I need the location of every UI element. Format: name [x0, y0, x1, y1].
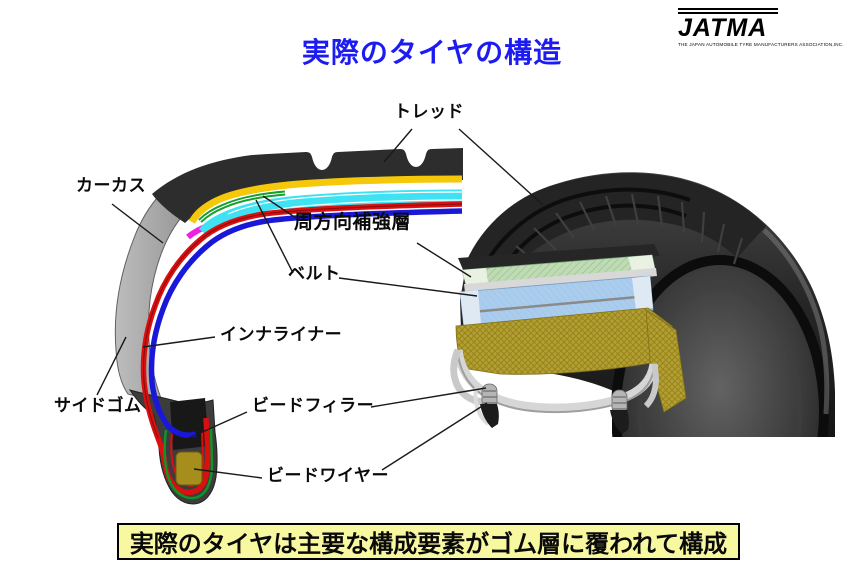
- leader-circumferential-left: [262, 195, 297, 219]
- cs-bead-wire: [175, 451, 203, 486]
- leader-belt-right: [338, 277, 478, 297]
- caption-text: 実際のタイヤは主要な構成要素がゴム層に覆われて構成: [129, 531, 728, 558]
- caption-banner: 実際のタイヤは主要な構成要素がゴム層に覆われて構成: [117, 523, 740, 560]
- page-title: 実際のタイヤの構造: [301, 37, 563, 68]
- leader-carcass: [111, 203, 164, 244]
- leader-circumferential-right: [416, 242, 472, 278]
- label-inner-liner: インナライナー: [220, 325, 343, 344]
- cs-layer-yellow: [188, 175, 463, 224]
- cs-inner-liner-blue: [148, 208, 463, 438]
- leader-side-rubber: [96, 336, 127, 396]
- leader-lines: [96, 128, 544, 479]
- jatma-logo: JATMA THE JAPAN AUTOMOBILE TYRE MANUFACT…: [678, 8, 848, 47]
- leader-tread-right: [458, 128, 544, 206]
- cs-bead-filler: [170, 398, 209, 450]
- label-side-rubber: サイドゴム: [54, 396, 142, 415]
- label-circumferential-reinforcement: 周方向補強層: [294, 212, 412, 233]
- leader-tread-left: [383, 128, 413, 163]
- leader-bead-wire-right: [381, 402, 488, 471]
- label-bead-filler: ビードフィラー: [252, 396, 375, 415]
- tire-3d-sidewall-highlight: [762, 228, 830, 415]
- label-belt: ベルト: [288, 264, 341, 283]
- label-bead-wire: ビードワイヤー: [267, 466, 389, 485]
- label-tread: トレッド: [394, 102, 464, 121]
- tire-3d-cut-face: [450, 244, 687, 414]
- label-carcass: カーカス: [76, 176, 146, 195]
- cs-bead-chafer-green: [163, 427, 214, 500]
- leader-bead-filler-right: [370, 387, 487, 408]
- tire-3d-illustration: [448, 172, 835, 438]
- leader-bead-filler-left: [188, 411, 248, 439]
- leader-bead-wire-left: [193, 468, 263, 479]
- leader-belt-left: [255, 199, 294, 274]
- leader-inner-liner: [142, 336, 216, 348]
- jatma-logo-wordmark: JATMA: [678, 14, 768, 42]
- jatma-logo-tagline: THE JAPAN AUTOMOBILE TYRE MANUFACTURERS …: [678, 42, 844, 47]
- jatma-logo-lines: [678, 8, 778, 14]
